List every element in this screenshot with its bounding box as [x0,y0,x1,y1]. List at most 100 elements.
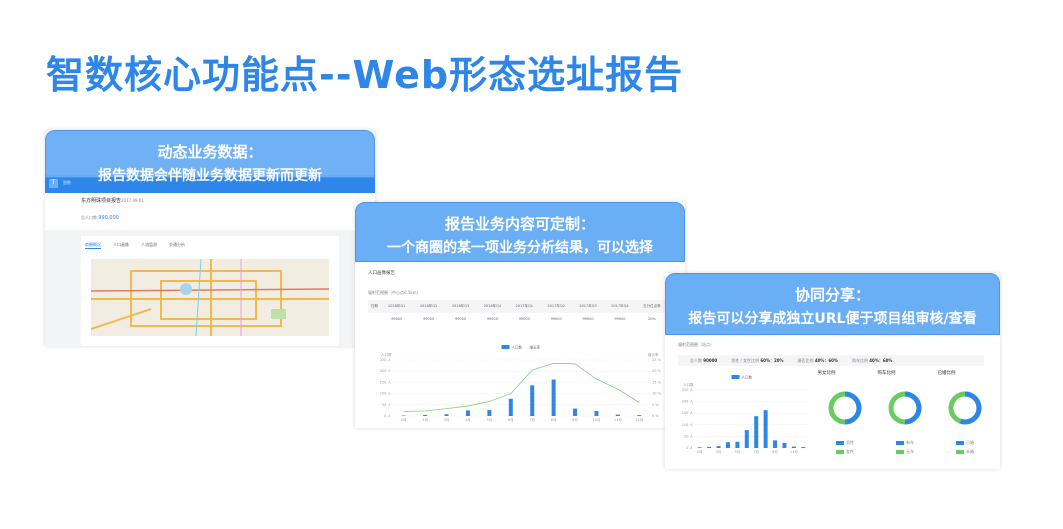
legend-item: 已婚 [966,440,974,445]
donut-blue-slice [828,391,862,425]
bar [782,442,787,448]
callout-share: 协同分享： 报告可以分享成独立URL便于项目组审核/查看 [665,273,1000,335]
table-header: 2017年Q3 [579,304,597,308]
x-tick-label: 9月 [572,417,578,422]
bar [744,430,749,448]
bar [697,447,702,448]
callout-text: 报告数据会伴随业务数据更新而更新 [98,168,322,184]
donut-chart: 已婚比例 已婚未婚 [938,370,993,465]
table-cell: 99000 [518,317,530,321]
x-tick-label: 9月 [772,449,778,454]
table-cell: 99000 [614,317,626,321]
donut-title: 男女比例 [817,371,836,376]
tab-overview[interactable]: 商圈概况 [85,242,101,249]
dynamic-data-screenshot: 动态业务数据： 报告数据会伴随业务数据更新而更新 T 智数 东方明珠项目报告20… [45,130,375,346]
y2-tick-label: 15 % [652,380,662,384]
y-tick-label: 250 人 [380,357,392,362]
bar [754,416,759,448]
donut-blue-slice [948,391,982,425]
x-tick-label: 5月 [487,417,493,422]
bar [487,409,492,416]
donut-legend: 已婚未婚 [938,440,993,455]
y-tick-label: 50 人 [684,433,694,438]
table-header: 2016年Q1 [388,304,406,308]
tab-portrait[interactable]: 人口画像 [113,242,129,247]
x-tick-label: 10月 [592,417,600,422]
table-header: 2016年Q2 [419,304,438,308]
table-header: 2017年Q4 [611,304,629,308]
section-heading: 辐射范围圈（站点） [678,342,714,347]
stat-item: 婚否比例 40%：60% [798,358,838,364]
x-tick-label: 1月 [401,417,407,422]
x-tick-label: 12月 [635,417,643,422]
y-tick-label: 100 人 [380,391,392,396]
growth-line [403,362,640,412]
y2-tick-label: 20 % [652,369,662,373]
table-header: 2016年Q3 [451,304,470,308]
legend-label: 人口数 [742,375,753,380]
stat-label: 婚否比例 [797,357,814,363]
y-tick-label: 200 人 [380,368,392,373]
bar [444,414,449,416]
tab-flow[interactable]: 人流监测 [141,242,157,247]
y-tick-label: 50 人 [382,402,392,407]
report-header: 东方明珠项目报告2017.09.01 总人口数 990,000 [45,193,375,230]
bar [707,446,712,448]
slide-title: 智数核心功能点--Web形态选址报告 [46,53,684,97]
callout-customizable: 报告业务内容可定制： 一个商圈的某一项业务分析结果，可以选择 是否加入到报告中* [355,202,685,279]
bar [801,447,806,448]
table-cell: 99000 [550,317,562,321]
legend-item: 女性 [846,449,854,454]
y-tick-label: 150 人 [682,410,694,415]
donut-chart: 购车比例 有车无车 [878,370,933,465]
callout-text: 一个商圈的某一项业务分析结果，可以选择 [387,240,653,256]
report-title: 东方明珠项目报告 [81,198,122,204]
bar [773,440,778,448]
section-subheading: 辐射范围圈（中心点0.5km） [368,290,421,295]
tab-traffic[interactable]: 交通分析 [169,242,185,247]
x-tick-label: 6月 [508,417,514,422]
donut-legend: 有车无车 [878,440,933,455]
y-tick-label: 200 人 [682,399,694,404]
legend-label: 人口数 [512,345,523,350]
x-tick-label: 7月 [529,417,535,422]
donut-legend: 男性女性 [818,440,873,455]
x-tick-label: 11月 [614,417,622,422]
table-cell: 99000 [454,317,467,321]
bar [637,415,642,416]
report-tabs: 商圈概况 人口画像 人流监测 交通分析 [81,236,339,249]
total-value: 990,000 [98,215,119,221]
table-cell: 99000 [486,317,498,321]
stat-item: 男性 / 女性比例 60%：20% [731,358,783,364]
x-tick-label: 1月 [697,449,703,454]
custom-content-screenshot: 报告业务内容可定制： 一个商圈的某一项业务分析结果，可以选择 是否加入到报告中*… [355,202,685,428]
x-tick-label: 5月 [735,449,741,454]
y-tick-label: 250 人 [682,387,694,392]
x-tick-label: 4月 [465,417,471,422]
y2-tick-label: 5 % [652,403,659,407]
table-header: 2016年Q4 [483,304,502,308]
table-cell: 20% [648,317,656,321]
app-name: 智数 [63,180,71,185]
legend-label: 增长率 [530,345,541,350]
x-tick-label: 2月 [422,417,428,422]
y-tick-label: 0 人 [384,413,391,418]
y2-tick-label: 0 % [652,414,659,418]
app-logo: T [49,179,58,188]
stat-label: 总人数 [690,357,702,363]
stat-value: 90000 [703,357,718,363]
total-label: 总人口数 [81,215,97,220]
y-tick-label: 150 人 [380,379,392,384]
bar [594,411,599,416]
legend-item: 未婚 [966,449,974,454]
report-date: 2017.09.01 [121,198,144,203]
legend-swatch [731,375,740,379]
stat-label: 男性 / 女性比例 [731,357,760,363]
bar [465,410,470,416]
table-cell: 99000 [423,317,435,321]
donut-title: 购车比例 [877,371,896,376]
city-map[interactable] [91,259,329,336]
donut-blue-slice [888,391,922,425]
